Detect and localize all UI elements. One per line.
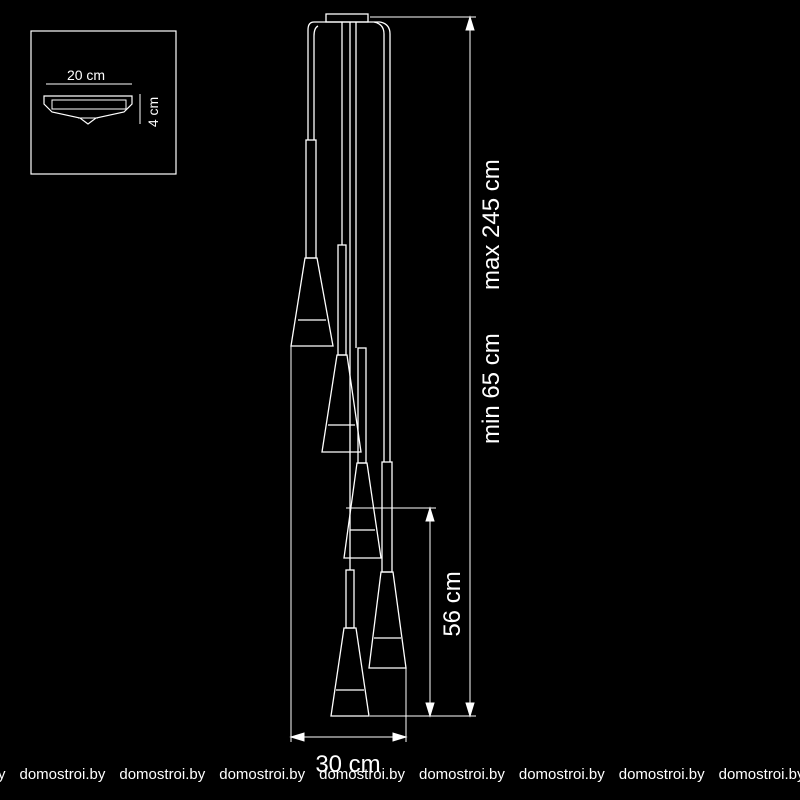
watermark-strip: y domostroi.by domostroi.by domostroi.by dom… (0, 764, 800, 786)
pendant-3-shade (343, 462, 382, 559)
canopy-plate (51, 99, 127, 110)
cable-1b (313, 25, 319, 140)
inset-height-label: 4 cm (145, 97, 161, 127)
pendant-height-arrow-top (425, 506, 435, 522)
pendant-lamp (290, 13, 407, 717)
width-arrow-left (289, 732, 305, 742)
watermark-text: domostroi.by (119, 766, 206, 783)
total-height-arrow-bottom (465, 702, 475, 718)
pendant-4-shade (368, 571, 407, 669)
watermark-text: domostroi.by (19, 766, 106, 783)
pendant-5-shade (330, 627, 370, 717)
cable-4 (373, 21, 385, 462)
cable-4b (379, 21, 391, 462)
pendant-4-rod (381, 461, 393, 573)
width-label: 30 cm (315, 751, 380, 778)
pendant-2-rod (337, 244, 347, 356)
pendant-5-rod (345, 569, 355, 629)
canopy-inset: 20 cm 4 cm (30, 30, 177, 175)
watermark-text: domostroi.by (419, 766, 505, 783)
watermark-text: domostroi.by (618, 766, 705, 783)
watermark-text: domostroi.by (518, 766, 605, 783)
dimension-lines (289, 15, 476, 742)
canopy-outline (43, 95, 133, 125)
min-height-label: min 65 cm (478, 333, 505, 444)
watermark-text: domostroi.by (319, 766, 405, 783)
watermark-text: domostroi.by (219, 766, 306, 783)
pendant-height-label: 56 cm (439, 571, 466, 636)
pendant-2-shade (321, 354, 362, 453)
pendant-1-shade (290, 257, 334, 347)
total-height-arrow-top (465, 15, 475, 31)
max-height-label: max 245 cm (478, 159, 505, 290)
inset-width-label: 20 cm (67, 67, 105, 83)
inset-frame (30, 30, 177, 175)
ceiling-canopy (325, 13, 369, 23)
watermark-text: domostroi.by (718, 766, 800, 783)
pendant-1-rod (305, 139, 317, 259)
pendant-3-rod (357, 347, 367, 464)
width-arrow-right (392, 732, 408, 742)
cable-1 (307, 21, 315, 140)
pendant-height-arrow-bottom (425, 702, 435, 718)
watermark-fragment: y (0, 766, 6, 783)
